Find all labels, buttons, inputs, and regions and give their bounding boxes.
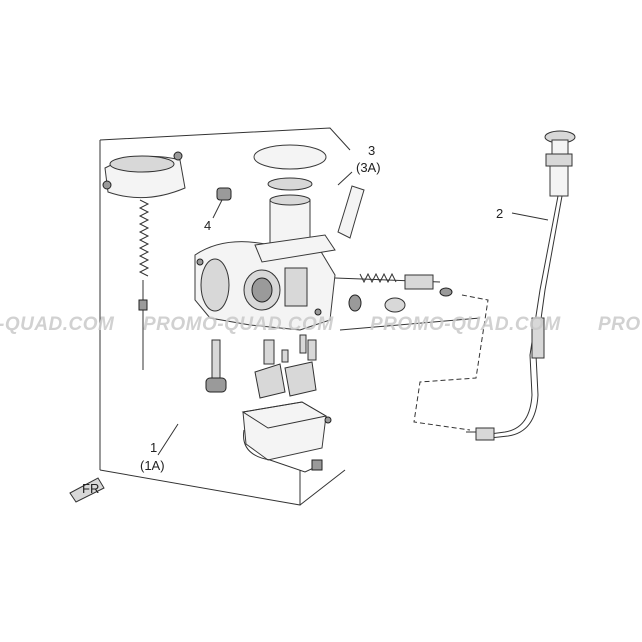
assembly-boundary	[99, 127, 481, 506]
watermark-text-4: PRO	[598, 314, 641, 335]
jets-part	[205, 334, 317, 393]
idle-screw-part	[334, 272, 453, 313]
front-marker-text: FR	[82, 481, 99, 496]
watermark-text-2: PROMO-QUAD.COM	[143, 314, 334, 335]
callout-4: 4	[204, 218, 211, 233]
top-cover-part	[102, 151, 186, 199]
connector-line	[413, 294, 489, 431]
float-part	[254, 361, 317, 399]
watermark-text-1: -QUAD.COM	[0, 314, 115, 335]
watermark-text-3: PROMO-QUAD.COM	[370, 314, 561, 335]
float-bowl-part	[241, 401, 332, 473]
vacuum-chamber-part	[253, 144, 336, 263]
choke-cable-part	[466, 130, 576, 441]
callout-3a: (3A)	[356, 160, 381, 175]
carburetor-body	[194, 241, 336, 331]
callout-1a: (1A)	[140, 458, 165, 473]
callout-3: 3	[368, 143, 375, 158]
leader-lines	[157, 171, 549, 456]
spring-part	[138, 199, 150, 370]
vent-hose-part	[337, 185, 365, 239]
front-marker: FR	[69, 477, 105, 503]
callout-2: 2	[496, 206, 503, 221]
cap-part-4	[216, 187, 232, 201]
callout-1: 1	[150, 440, 157, 455]
